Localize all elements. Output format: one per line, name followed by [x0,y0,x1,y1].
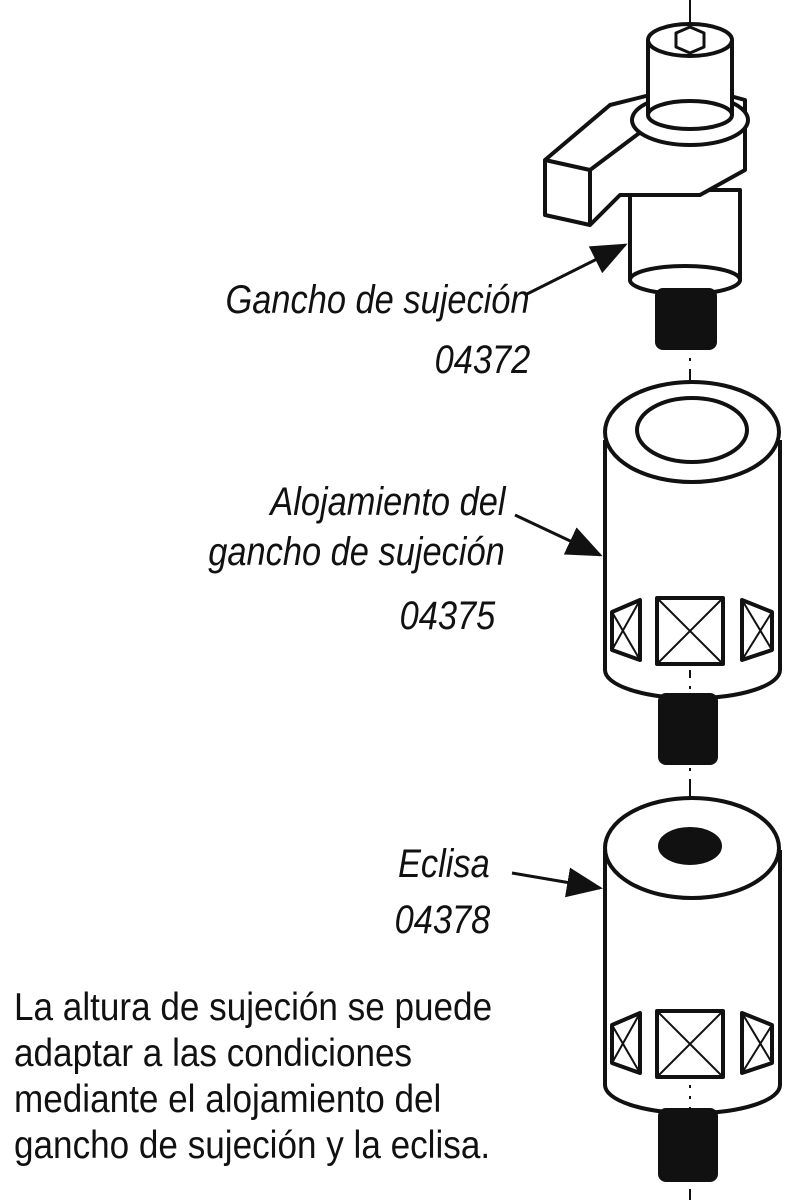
spacer [603,796,782,1182]
note-line: adaptar a las condiciones [14,1032,413,1075]
note-line: gancho de sujeción y la eclisa. [14,1124,491,1167]
thread-stud [655,288,717,350]
clamp-leader-arrow [524,243,628,297]
housing-leader-arrow [514,513,603,557]
spacer-code-label: 04378 [394,898,490,942]
spacer-name-label: Eclisa [398,842,490,886]
clamp-lever [543,22,750,350]
housing-name-label-line1: Alojamiento del [269,480,505,524]
housing-name-label-line2: gancho de sujeción [208,530,505,574]
clamp-name-label: Gancho de sujeción [225,278,530,322]
clamp-code-label: 04372 [434,338,530,382]
note-text: La altura de sujeción se puede adaptar a… [14,985,492,1169]
housing-code-label: 04375 [399,594,495,638]
spacer-leader-arrow [511,867,603,898]
thread-stud [658,1108,718,1182]
thread-stud [658,693,718,765]
note-line: La altura de sujeción se puede [14,986,493,1029]
clamp-housing [603,380,782,765]
note-line: mediante el alojamiento del [14,1078,442,1121]
